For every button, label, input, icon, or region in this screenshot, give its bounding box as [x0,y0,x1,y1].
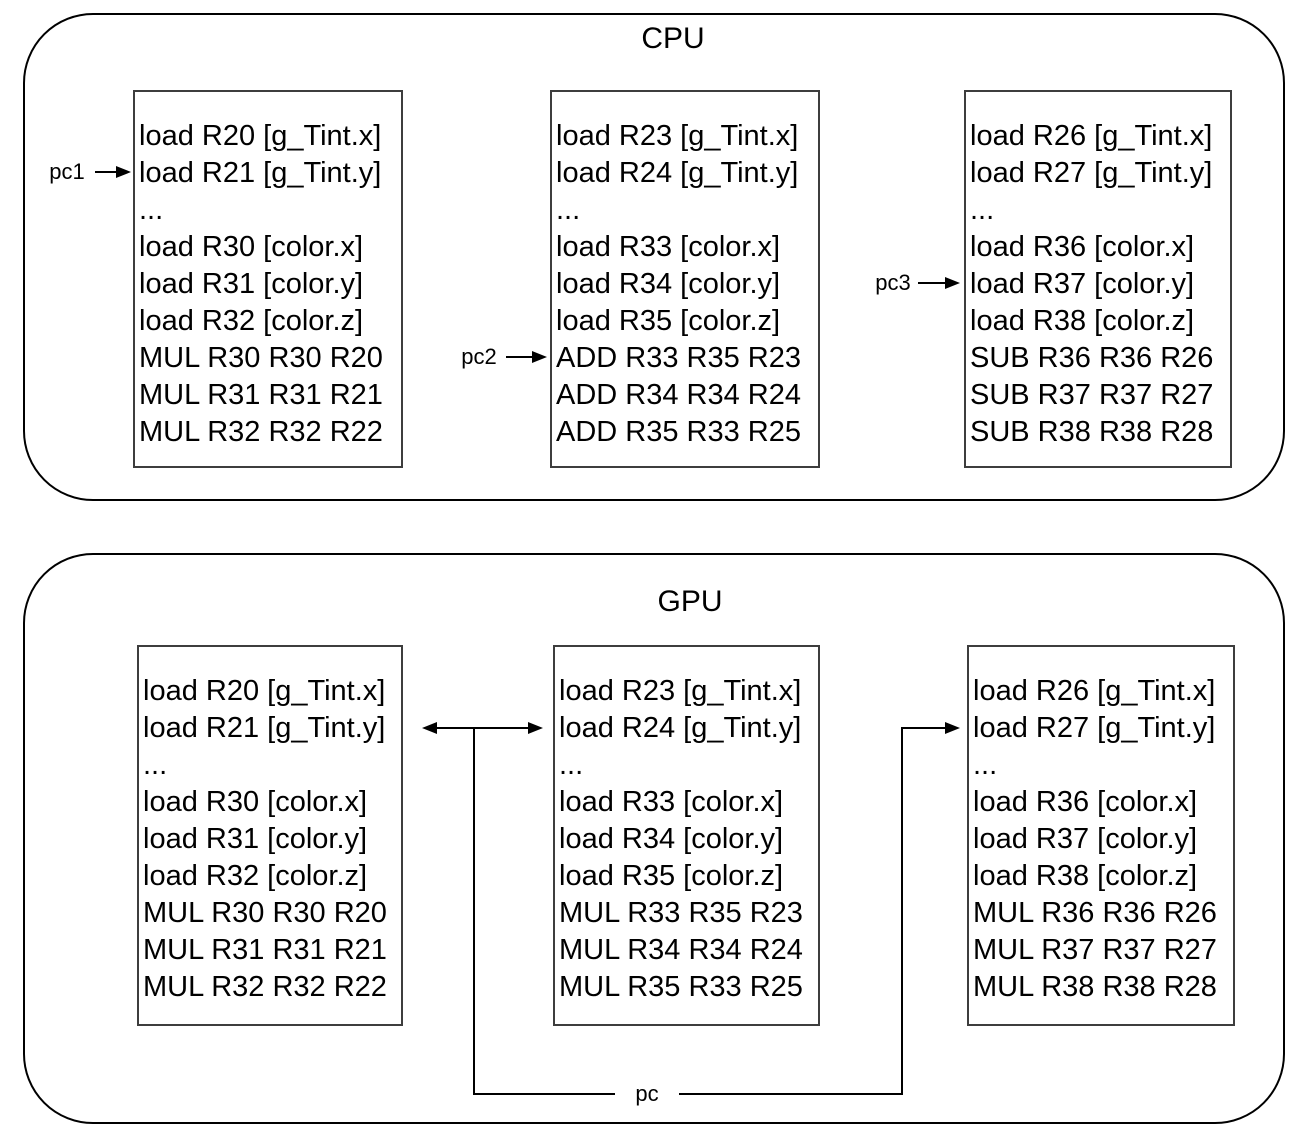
gpu-thread-3-box: load R26 [g_Tint.x]load R27 [g_Tint.y]..… [967,645,1235,1026]
code-line: load R20 [g_Tint.x] [143,675,386,707]
code-line: load R26 [g_Tint.x] [970,120,1213,152]
code-line: load R24 [g_Tint.y] [556,157,799,189]
gpu-pc-label: pc [631,1081,663,1107]
code-line: load R38 [color.z] [973,860,1198,892]
code-line: ... [139,194,164,226]
code-line: MUL R38 R38 R28 [973,971,1217,1003]
code-line: MUL R34 R34 R24 [559,934,803,966]
code-line: ADD R35 R33 R25 [556,416,801,448]
code-line: load R26 [g_Tint.x] [973,675,1216,707]
code-line: ... [143,749,168,781]
code-line: load R20 [g_Tint.x] [139,120,382,152]
code-line: load R35 [color.z] [559,860,784,892]
cpu-pc3-label: pc3 [871,270,915,296]
cpu-thread-1-box: load R20 [g_Tint.x]load R21 [g_Tint.y]..… [133,90,403,468]
code-line: load R33 [color.x] [559,786,784,818]
code-line: MUL R37 R37 R27 [973,934,1217,966]
code-line: load R38 [color.z] [970,305,1195,337]
code-line: load R27 [g_Tint.y] [973,712,1216,744]
code-line: load R34 [color.y] [559,823,784,855]
code-line: load R32 [color.z] [143,860,368,892]
gpu-title: GPU [657,585,723,618]
code-line: load R32 [color.z] [139,305,364,337]
code-line: load R37 [color.y] [973,823,1198,855]
cpu-pc2-label: pc2 [457,344,501,370]
code-line: MUL R32 R32 R22 [139,416,383,448]
code-line: load R23 [g_Tint.x] [556,120,799,152]
code-line: load R35 [color.z] [556,305,781,337]
code-line: load R24 [g_Tint.y] [559,712,802,744]
code-line: load R21 [g_Tint.y] [143,712,386,744]
code-line: ADD R33 R35 R23 [556,342,801,374]
code-line: load R31 [color.y] [139,268,364,300]
code-line: ... [556,194,581,226]
code-line: load R23 [g_Tint.x] [559,675,802,707]
code-line: load R36 [color.x] [970,231,1195,263]
code-line: MUL R31 R31 R21 [139,379,383,411]
code-line: load R30 [color.x] [139,231,364,263]
code-line: load R36 [color.x] [973,786,1198,818]
code-line: load R21 [g_Tint.y] [139,157,382,189]
code-line: MUL R30 R30 R20 [139,342,383,374]
code-line: ADD R34 R34 R24 [556,379,801,411]
code-line: MUL R33 R35 R23 [559,897,803,929]
code-line: SUB R38 R38 R28 [970,416,1214,448]
gpu-thread-2-box: load R23 [g_Tint.x]load R24 [g_Tint.y]..… [553,645,820,1026]
gpu-thread-1-box: load R20 [g_Tint.x]load R21 [g_Tint.y]..… [137,645,403,1026]
code-line: MUL R36 R36 R26 [973,897,1217,929]
code-line: MUL R35 R33 R25 [559,971,803,1003]
code-line: load R34 [color.y] [556,268,781,300]
cpu-thread-3-box: load R26 [g_Tint.x]load R27 [g_Tint.y]..… [964,90,1232,468]
cpu-thread-2-box: load R23 [g_Tint.x]load R24 [g_Tint.y]..… [550,90,820,468]
code-line: load R31 [color.y] [143,823,368,855]
cpu-pc1-label: pc1 [45,159,89,185]
code-line: MUL R31 R31 R21 [143,934,387,966]
code-line: MUL R32 R32 R22 [143,971,387,1003]
code-line: load R37 [color.y] [970,268,1195,300]
code-line: load R33 [color.x] [556,231,781,263]
code-line: MUL R30 R30 R20 [143,897,387,929]
code-line: ... [559,749,584,781]
code-line: load R27 [g_Tint.y] [970,157,1213,189]
code-line: load R30 [color.x] [143,786,368,818]
code-line: SUB R36 R36 R26 [970,342,1214,374]
code-line: ... [970,194,995,226]
code-line: ... [973,749,998,781]
code-line: SUB R37 R37 R27 [970,379,1214,411]
cpu-title: CPU [641,22,705,55]
